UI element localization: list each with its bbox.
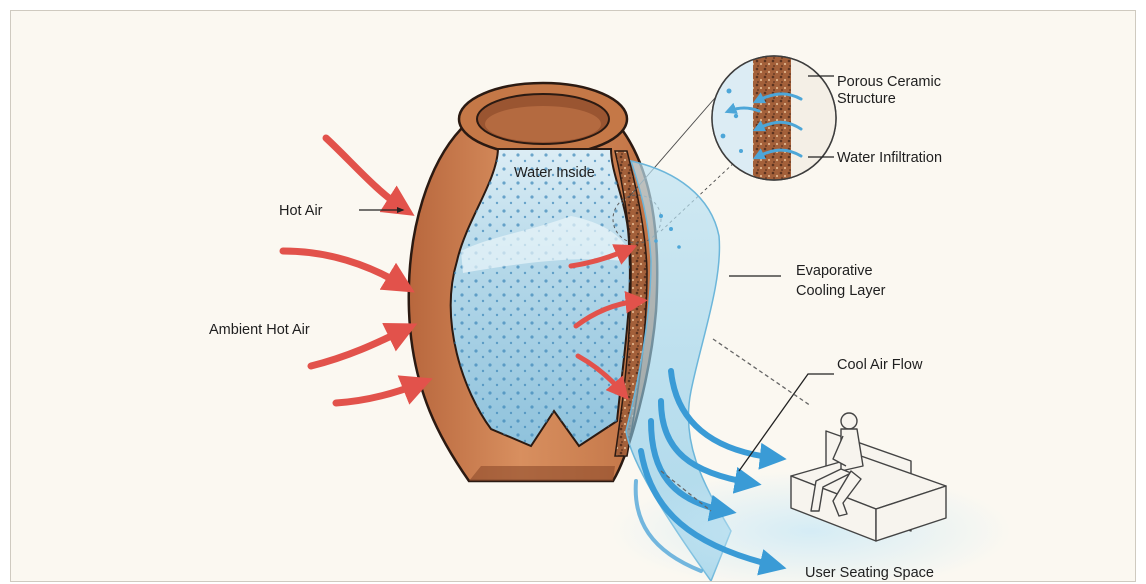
label-porous-ceramic-line2: Structure <box>837 91 896 107</box>
hot-air-arrows <box>283 138 421 403</box>
label-water-inside: Water Inside <box>514 165 595 181</box>
label-cool-air-flow: Cool Air Flow <box>837 357 923 373</box>
label-evaporative-line2: Cooling Layer <box>796 283 886 299</box>
label-water-infiltration: Water Infiltration <box>837 150 942 166</box>
hot-air-arrow <box>336 383 421 403</box>
label-hot-air: Hot Air <box>279 203 323 219</box>
hot-air-arrow <box>311 329 406 366</box>
label-user-seating-space: User Seating Space <box>805 565 934 581</box>
label-ambient-hot-air: Ambient Hot Air <box>209 322 310 338</box>
cooling-pot-diagram: Hot Air Ambient Hot Air Water Inside Por… <box>11 11 1136 582</box>
hot-air-arrow <box>283 251 404 286</box>
label-evaporative-line1: Evaporative <box>796 263 873 279</box>
hot-air-arrow <box>326 138 404 209</box>
label-porous-ceramic-line1: Porous Ceramic <box>837 74 941 90</box>
diagram-frame: Hot Air Ambient Hot Air Water Inside Por… <box>10 10 1136 582</box>
magnifier-inset <box>711 51 841 191</box>
